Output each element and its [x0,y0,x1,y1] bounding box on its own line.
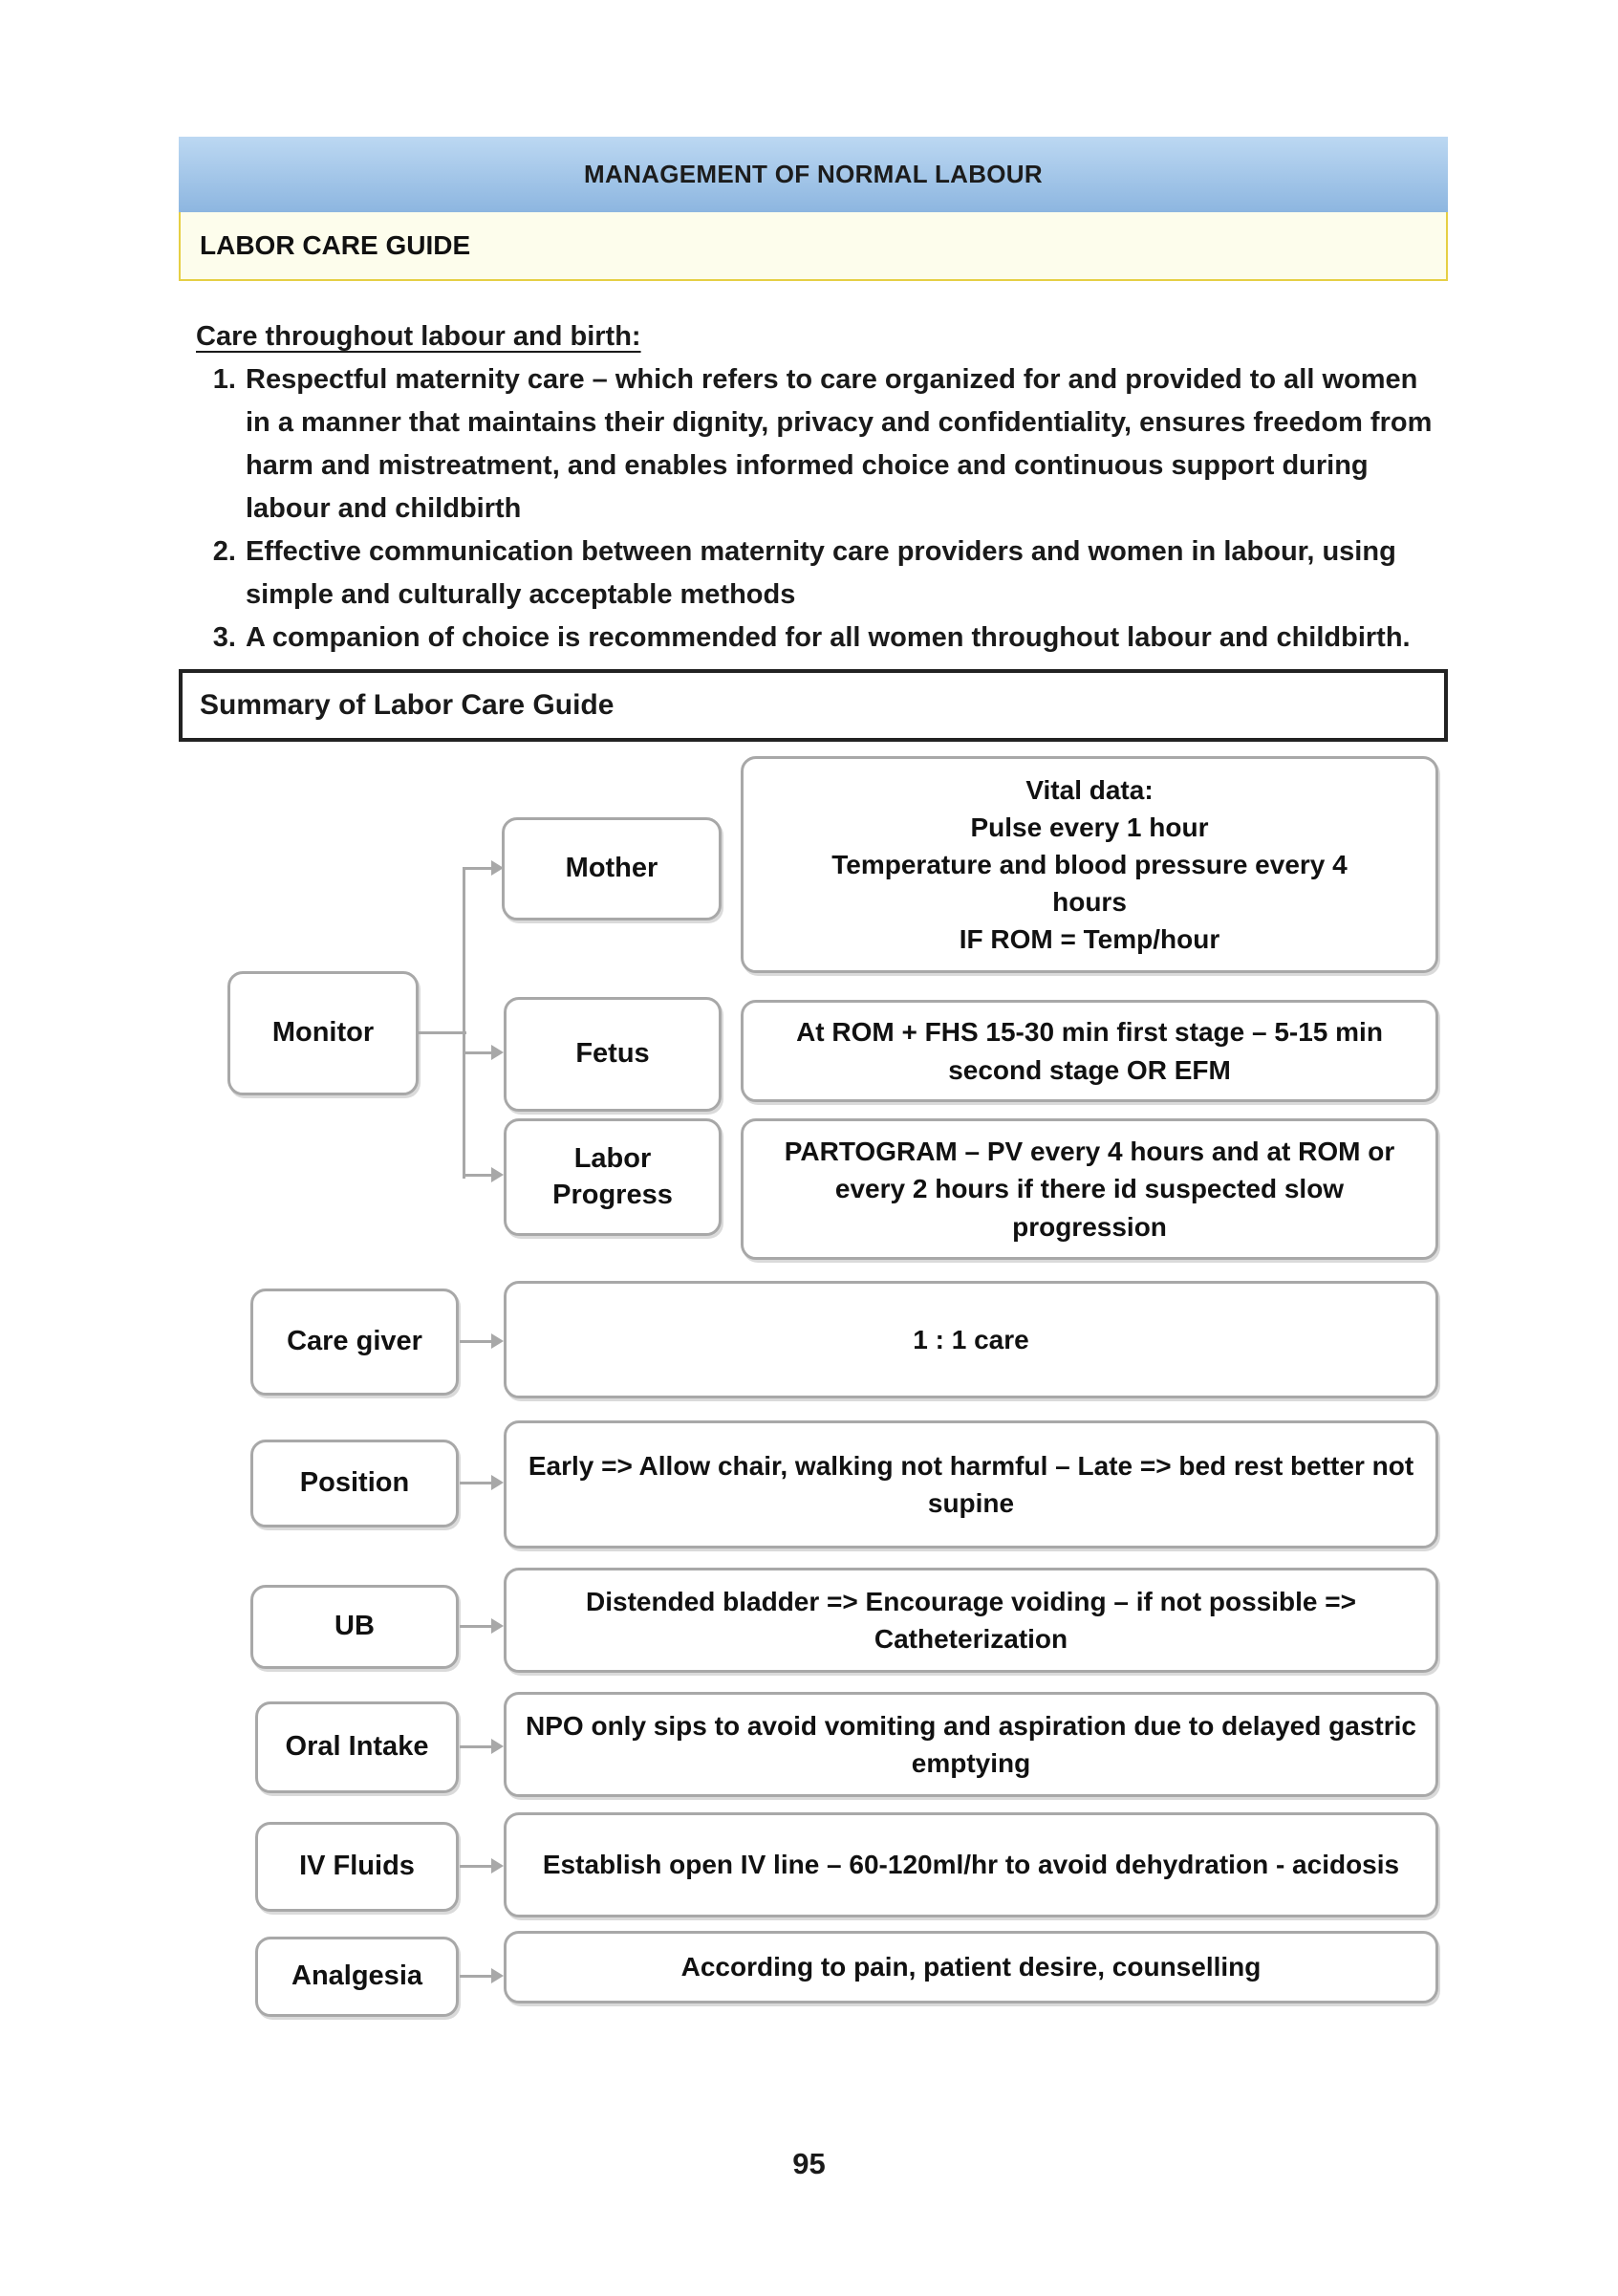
node-position: Position [250,1440,459,1527]
node-iv-fluids-info: Establish open IV line – 60-120ml/hr to … [504,1812,1438,1917]
intro-list-item: Respectful maternity care – which refers… [244,358,1434,531]
node-care-giver-info: 1 : 1 care [504,1281,1438,1398]
intro-section: Care throughout labour and birth: Respec… [196,315,1434,660]
connector-line [463,867,465,1179]
node-analgesia-info: According to pain, patient desire, couns… [504,1931,1438,2004]
connector-line [460,1975,493,1978]
connector-line [460,1482,493,1484]
connector-arrowhead [491,1618,504,1634]
connector-line [460,1865,493,1868]
connector-line [417,1031,466,1034]
intro-list-item: A companion of choice is recommended for… [244,617,1434,660]
subtitle-bar: LABOR CARE GUIDE [179,212,1448,281]
node-fetus-info: At ROM + FHS 15-30 min first stage – 5-1… [741,1000,1438,1102]
connector-arrowhead [491,1739,504,1754]
node-oral-intake-info: NPO only sips to avoid vomiting and aspi… [504,1692,1438,1797]
title-bar: MANAGEMENT OF NORMAL LABOUR [179,137,1448,212]
intro-list-item-text: Effective communication between maternit… [246,536,1396,610]
node-care-giver: Care giver [250,1289,459,1396]
node-ub-info: Distended bladder => Encourage voiding –… [504,1568,1438,1673]
node-labor-progress-info: PARTOGRAM – PV every 4 hours and at ROM … [741,1118,1438,1260]
node-labor-progress: Labor Progress [504,1118,722,1236]
node-fetus: Fetus [504,997,722,1112]
node-ub: UB [250,1585,459,1669]
connector-arrowhead [491,1858,504,1874]
node-analgesia: Analgesia [255,1937,459,2017]
intro-list: Respectful maternity care – which refers… [196,358,1434,660]
connector-line [460,1745,493,1748]
node-position-info: Early => Allow chair, walking not harmfu… [504,1420,1438,1549]
connector-arrowhead [491,860,504,876]
connector-arrowhead [491,1968,504,1983]
node-oral-intake: Oral Intake [255,1701,459,1793]
intro-list-item: Effective communication between maternit… [244,531,1434,617]
connector-line [460,1340,493,1343]
connector-line [460,1625,493,1628]
page-number: 95 [792,2147,826,2180]
node-monitor: Monitor [227,971,419,1095]
connector-line [464,867,493,870]
node-mother: Mother [502,817,722,921]
summary-title: Summary of Labor Care Guide [200,689,615,721]
connector-line [464,1174,493,1177]
flowchart: Vital data: Pulse every 1 hour Temperatu… [0,742,1618,2027]
node-iv-fluids: IV Fluids [255,1822,459,1912]
connector-arrowhead [491,1045,504,1060]
connector-line [464,1051,493,1054]
intro-list-item-text: A companion of choice is recommended for… [246,622,1411,653]
intro-list-item-text: Respectful maternity care – which refers… [246,364,1433,524]
node-mother-info: Vital data: Pulse every 1 hour Temperatu… [741,756,1438,973]
summary-title-box: Summary of Labor Care Guide [179,669,1448,742]
connector-arrowhead [491,1167,504,1182]
intro-heading: Care throughout labour and birth: [196,321,641,352]
connector-arrowhead [491,1333,504,1349]
connector-arrowhead [491,1475,504,1490]
